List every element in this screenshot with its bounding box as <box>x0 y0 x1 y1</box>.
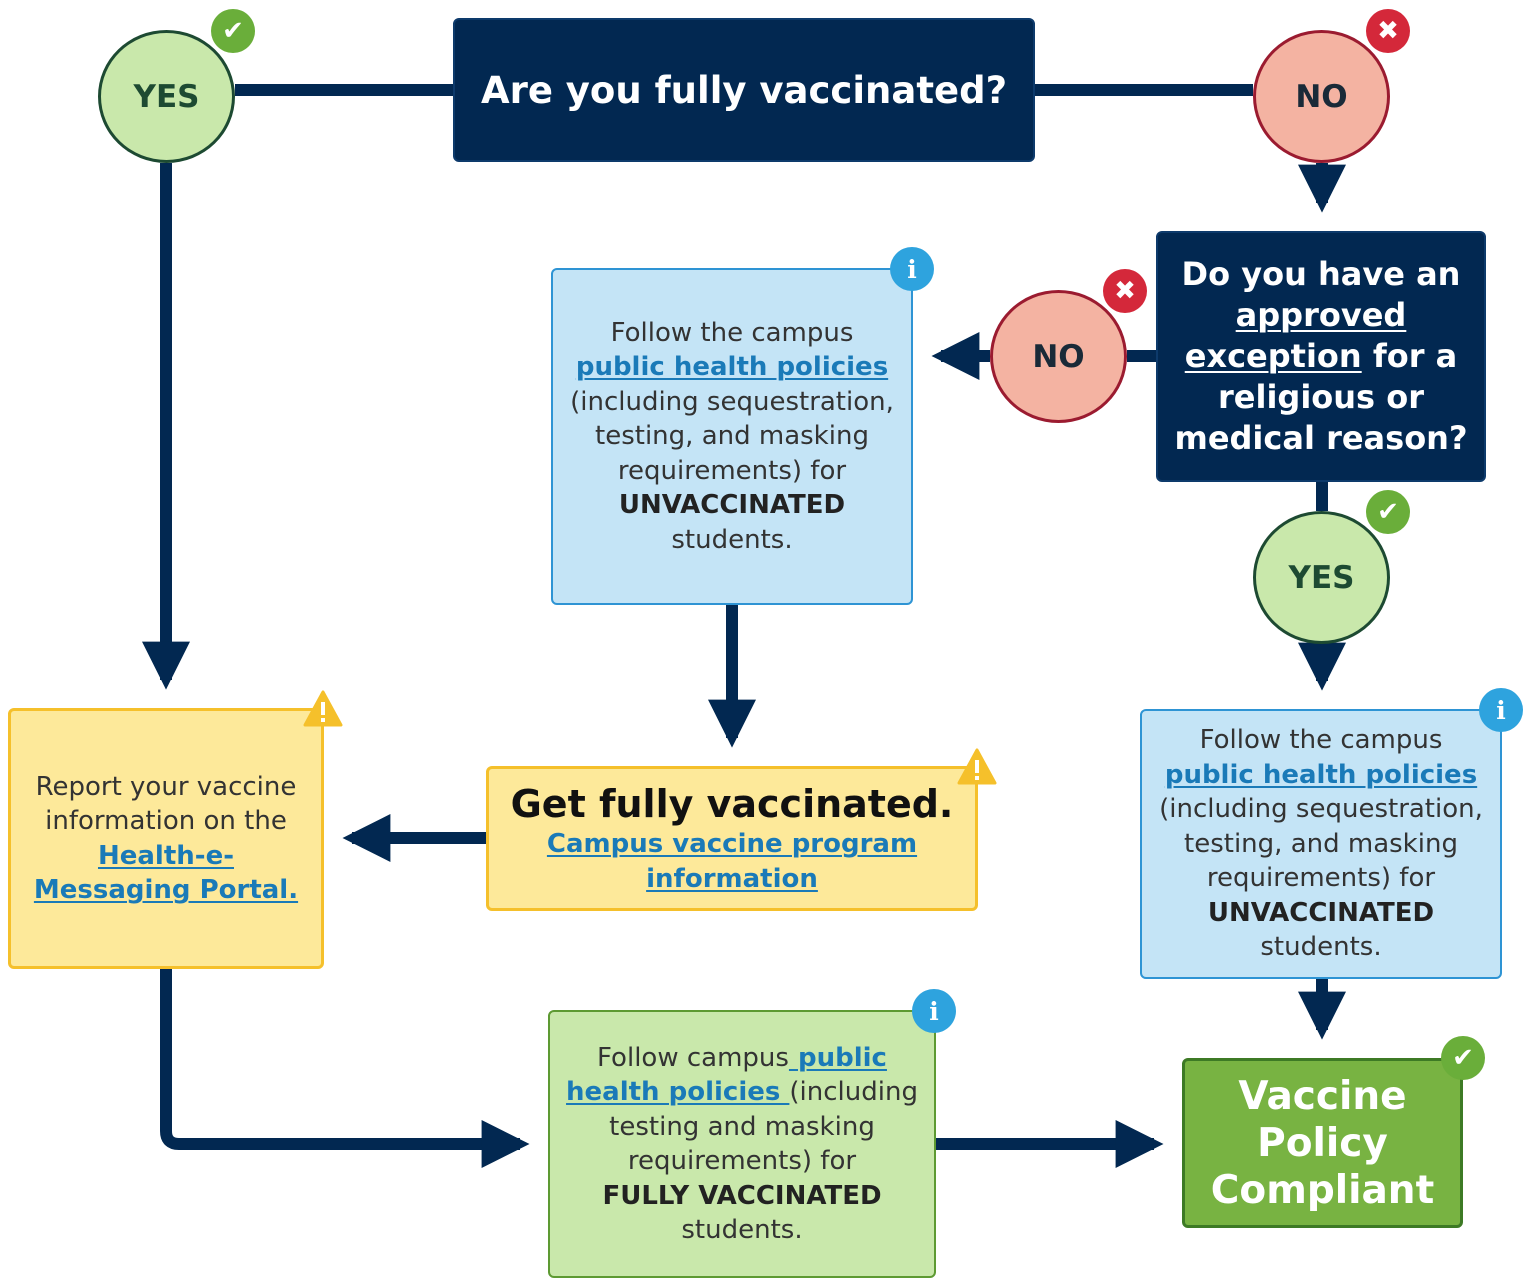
policy-lead-text: Follow the campus <box>610 317 854 348</box>
fully-vaccinated-emphasis: FULLY VACCINATED <box>602 1180 882 1211</box>
answer-no-exception: NO <box>990 290 1127 423</box>
policy-requirements-text: (including testing and masking requireme… <box>609 1077 918 1176</box>
answer-yes-vaccinated: YES <box>98 30 235 163</box>
question-exception-text-start: Do you have an <box>1181 255 1461 293</box>
get-vaccinated-box: Get fully vaccinated. Campus vaccine pro… <box>486 766 978 911</box>
answer-no-vaccinated: NO <box>1253 30 1390 163</box>
unvaccinated-emphasis: UNVACCINATED <box>618 490 846 521</box>
unvaccinated-emphasis: UNVACCINATED <box>1207 897 1435 928</box>
connector-report-to-fully-vaccinated-policy <box>160 969 530 1168</box>
campus-vaccine-program-link[interactable]: Campus vaccine program information <box>546 829 918 894</box>
unvaccinated-policy-box-exception: Follow the campus public health policies… <box>1140 709 1502 979</box>
check-icon: ✔ <box>211 9 255 53</box>
unvaccinated-policy-box: Follow the campus public health policies… <box>551 268 913 605</box>
policy-requirements-text: (including sequestration, testing, and m… <box>1159 794 1483 894</box>
policy-tail-text: students. <box>671 524 793 555</box>
question-exception-text-end: for a religious or medical reason? <box>1174 337 1468 457</box>
info-icon: i <box>1479 688 1523 732</box>
answer-yes-label: YES <box>1288 559 1355 596</box>
x-icon: ✖ <box>1103 269 1147 313</box>
info-icon: i <box>890 247 934 291</box>
warning-icon <box>303 690 343 727</box>
approved-exception-link[interactable]: approved exception <box>1184 296 1407 375</box>
check-icon: ✔ <box>1366 490 1410 534</box>
question-fully-vaccinated-text: Are you fully vaccinated? <box>480 68 1008 112</box>
check-icon: ✔ <box>1441 1036 1485 1080</box>
public-health-policies-link[interactable]: public health policies <box>1164 759 1478 790</box>
public-health-policies-link[interactable]: public health policies <box>575 352 889 383</box>
question-fully-vaccinated: Are you fully vaccinated? <box>453 18 1035 162</box>
warning-icon <box>957 748 997 785</box>
report-vaccine-box: Report your vaccine information on the H… <box>8 708 324 969</box>
answer-yes-label: YES <box>133 78 200 115</box>
info-icon: i <box>912 989 956 1033</box>
policy-lead-text: Follow campus <box>597 1042 789 1073</box>
policy-tail-text: students. <box>1260 932 1382 963</box>
health-e-messaging-portal-link[interactable]: Health-e-Messaging Portal. <box>33 840 299 906</box>
public-health-policies-link[interactable]: public health policies <box>566 1042 887 1108</box>
answer-yes-exception: YES <box>1253 511 1390 644</box>
answer-no-label: NO <box>1032 338 1085 375</box>
report-text: Report your vaccine information on the <box>35 771 297 837</box>
policy-requirements-text: (including sequestration, testing, and m… <box>570 386 894 486</box>
fully-vaccinated-policy-box: Follow campus public health policies (in… <box>548 1010 936 1278</box>
answer-no-label: NO <box>1295 78 1348 115</box>
question-approved-exception: Do you have an approved exception for a … <box>1156 231 1486 482</box>
vaccine-policy-compliant-box: Vaccine Policy Compliant <box>1182 1058 1463 1228</box>
get-vaccinated-title: Get fully vaccinated. <box>510 782 954 826</box>
policy-tail-text: students. <box>681 1215 803 1245</box>
compliant-label: Vaccine Policy Compliant <box>1210 1073 1435 1213</box>
x-icon: ✖ <box>1366 9 1410 53</box>
policy-lead-text: Follow the campus <box>1199 725 1443 756</box>
